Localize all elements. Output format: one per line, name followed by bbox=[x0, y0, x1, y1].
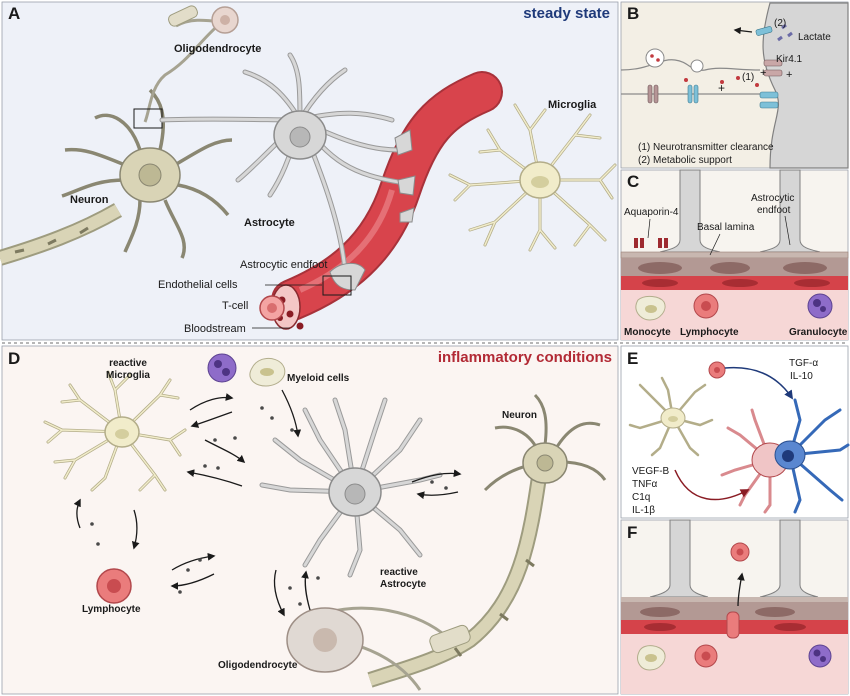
panel-f: F bbox=[620, 519, 849, 695]
reactive-astrocyte-cell bbox=[259, 397, 443, 578]
inflammatory-title: inflammatory conditions bbox=[438, 349, 612, 366]
vegf-arrow bbox=[674, 469, 750, 501]
astrocytic-endfoot-label: Astrocytic endfoot bbox=[240, 259, 327, 271]
steady-state-title: steady state bbox=[523, 5, 610, 22]
granulocyte-cell-f bbox=[808, 644, 832, 668]
tnf-label: TNFα bbox=[632, 479, 657, 490]
astrocyte-cell bbox=[159, 52, 416, 291]
panel-e-letter: E bbox=[627, 349, 638, 368]
panel-c: C Aquaporin-4 Basal lamina Astrocytic en… bbox=[620, 169, 849, 341]
t-cell bbox=[259, 295, 285, 321]
panel-a-letter: A bbox=[8, 4, 20, 23]
legend-1-text: (1) Neurotransmitter clearance bbox=[638, 142, 774, 153]
monocyte-label: Monocyte bbox=[624, 327, 671, 338]
panel-d-letter: D bbox=[8, 349, 20, 368]
interaction-arrows bbox=[73, 389, 462, 617]
reactive-microglia-label-1: reactive bbox=[109, 358, 147, 369]
svg-text:+: + bbox=[786, 69, 792, 81]
monocyte-cell bbox=[635, 295, 666, 321]
basal-lamina-label: Basal lamina bbox=[697, 222, 755, 233]
panel-a: A steady state Neuron bbox=[0, 1, 619, 341]
endfoot-zoom-box bbox=[322, 275, 352, 296]
reactive-astrocyte-label-2: Astrocyte bbox=[380, 579, 427, 590]
svg-text:+: + bbox=[718, 81, 725, 95]
microglia-cell-e bbox=[628, 376, 714, 457]
lymphocyte-cell-c bbox=[693, 293, 719, 319]
oligodendrocyte-label-d: Oligodendrocyte bbox=[218, 660, 298, 671]
legend-2-text: (2) Metabolic support bbox=[638, 155, 732, 166]
neuron-label: Neuron bbox=[70, 194, 109, 206]
microglia-cell bbox=[448, 103, 617, 252]
astrocyte-pair-e bbox=[720, 398, 850, 514]
lymphocyte-label-d: Lymphocyte bbox=[82, 604, 141, 615]
endothelial-cells-label: Endothelial cells bbox=[158, 279, 238, 291]
astrocyte-label: Astrocyte bbox=[244, 217, 295, 229]
granulocyte-label: Granulocyte bbox=[789, 327, 848, 338]
panel-b: + + + B (2) Lactate Kir4.1 (1) (1) Neuro… bbox=[620, 1, 849, 169]
panel-b-letter: B bbox=[627, 4, 639, 23]
lymphocyte-cell-d bbox=[96, 568, 132, 604]
endfoot-label-1: Astrocytic bbox=[751, 193, 794, 204]
lactate-label: Lactate bbox=[798, 32, 831, 43]
neuron-cell bbox=[0, 88, 233, 266]
panel-e: E bbox=[620, 345, 850, 519]
vegf-label: VEGF-B bbox=[632, 466, 670, 477]
panel-f-letter: F bbox=[627, 523, 637, 542]
tgf-arrow bbox=[724, 366, 793, 400]
myeloid-cell bbox=[249, 358, 286, 387]
migrating-lymphocyte bbox=[730, 542, 750, 562]
granulocyte-cell bbox=[807, 293, 833, 319]
neuron-cell-d bbox=[367, 393, 607, 688]
marker-1-label: (1) bbox=[742, 72, 754, 83]
panel-d: D inflammatory conditions bbox=[1, 345, 619, 695]
endfoot-label-2: endfoot bbox=[757, 205, 791, 216]
lymphocyte-label-c: Lymphocyte bbox=[680, 327, 739, 338]
oligodendrocyte-cell bbox=[143, 5, 239, 123]
myeloid-cells-label: Myeloid cells bbox=[287, 373, 350, 384]
reactive-microglia-cell bbox=[43, 370, 187, 492]
c1q-label: C1q bbox=[632, 492, 650, 503]
il1b-label: IL-1β bbox=[632, 505, 655, 516]
reactive-microglia-label-2: Microglia bbox=[106, 370, 150, 381]
monocyte-cell-f bbox=[637, 645, 666, 671]
cytokine-dots bbox=[90, 406, 448, 606]
svg-text:+: + bbox=[760, 67, 766, 79]
lymphocyte-cell-e bbox=[708, 361, 726, 379]
oligodendrocyte-cell-d bbox=[286, 606, 471, 691]
lymphocyte-cell-f bbox=[694, 644, 718, 668]
neuron-label-d: Neuron bbox=[502, 410, 537, 421]
il10-label: IL-10 bbox=[790, 371, 813, 382]
marker-2-label: (2) bbox=[774, 18, 786, 29]
microglia-label: Microglia bbox=[548, 99, 597, 111]
kir-label: Kir4.1 bbox=[776, 54, 803, 65]
bloodstream-label: Bloodstream bbox=[184, 323, 246, 335]
granulocyte-cell-d bbox=[207, 353, 237, 383]
tgf-label: TGF-α bbox=[789, 358, 818, 369]
panel-c-letter: C bbox=[627, 172, 639, 191]
oligodendrocyte-label: Oligodendrocyte bbox=[174, 43, 261, 55]
aquaporin-label: Aquaporin-4 bbox=[624, 207, 679, 218]
reactive-astrocyte-label-1: reactive bbox=[380, 567, 418, 578]
t-cell-label: T-cell bbox=[222, 300, 248, 312]
